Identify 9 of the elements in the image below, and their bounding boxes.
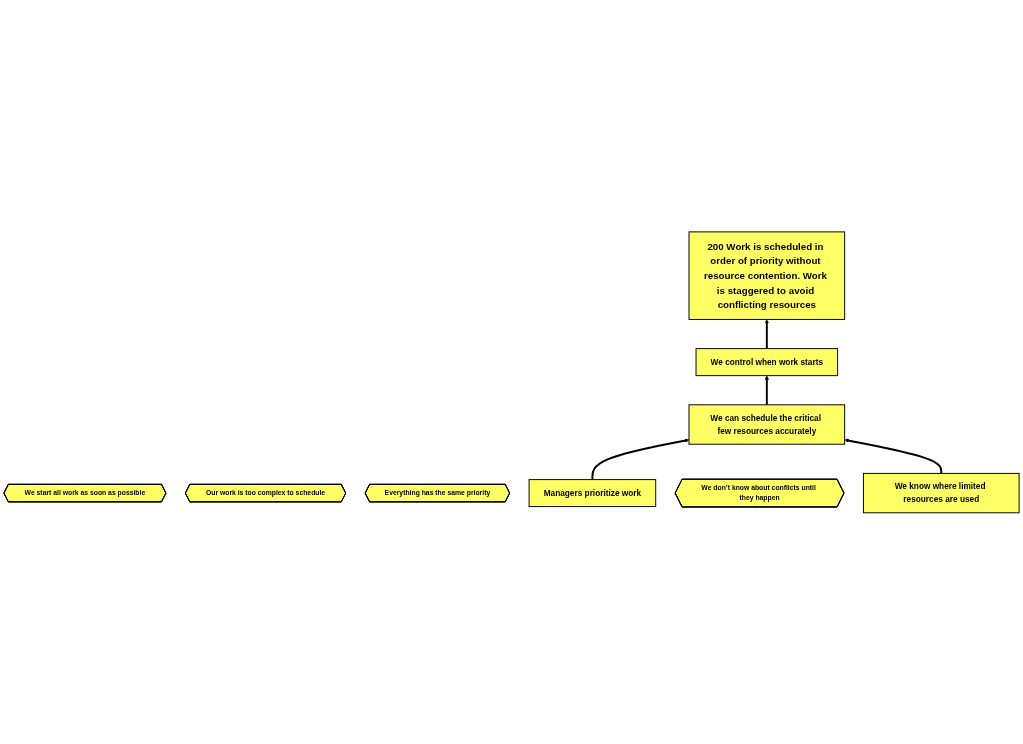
arrow	[764, 375, 769, 406]
node-box: We control when work starts	[695, 347, 839, 376]
node-box: We can schedule the critical few resources accurately	[688, 404, 846, 445]
node-box: 200 Work is scheduled in order of priority without resource contention. Work is staggered to avoid conflicting resources	[688, 231, 846, 320]
arrow	[764, 318, 769, 350]
arrow	[591, 438, 690, 481]
node-box: We know where limited resources are used	[862, 472, 1020, 513]
arrow	[844, 438, 943, 475]
node-box: Managers prioritize work	[528, 478, 657, 507]
